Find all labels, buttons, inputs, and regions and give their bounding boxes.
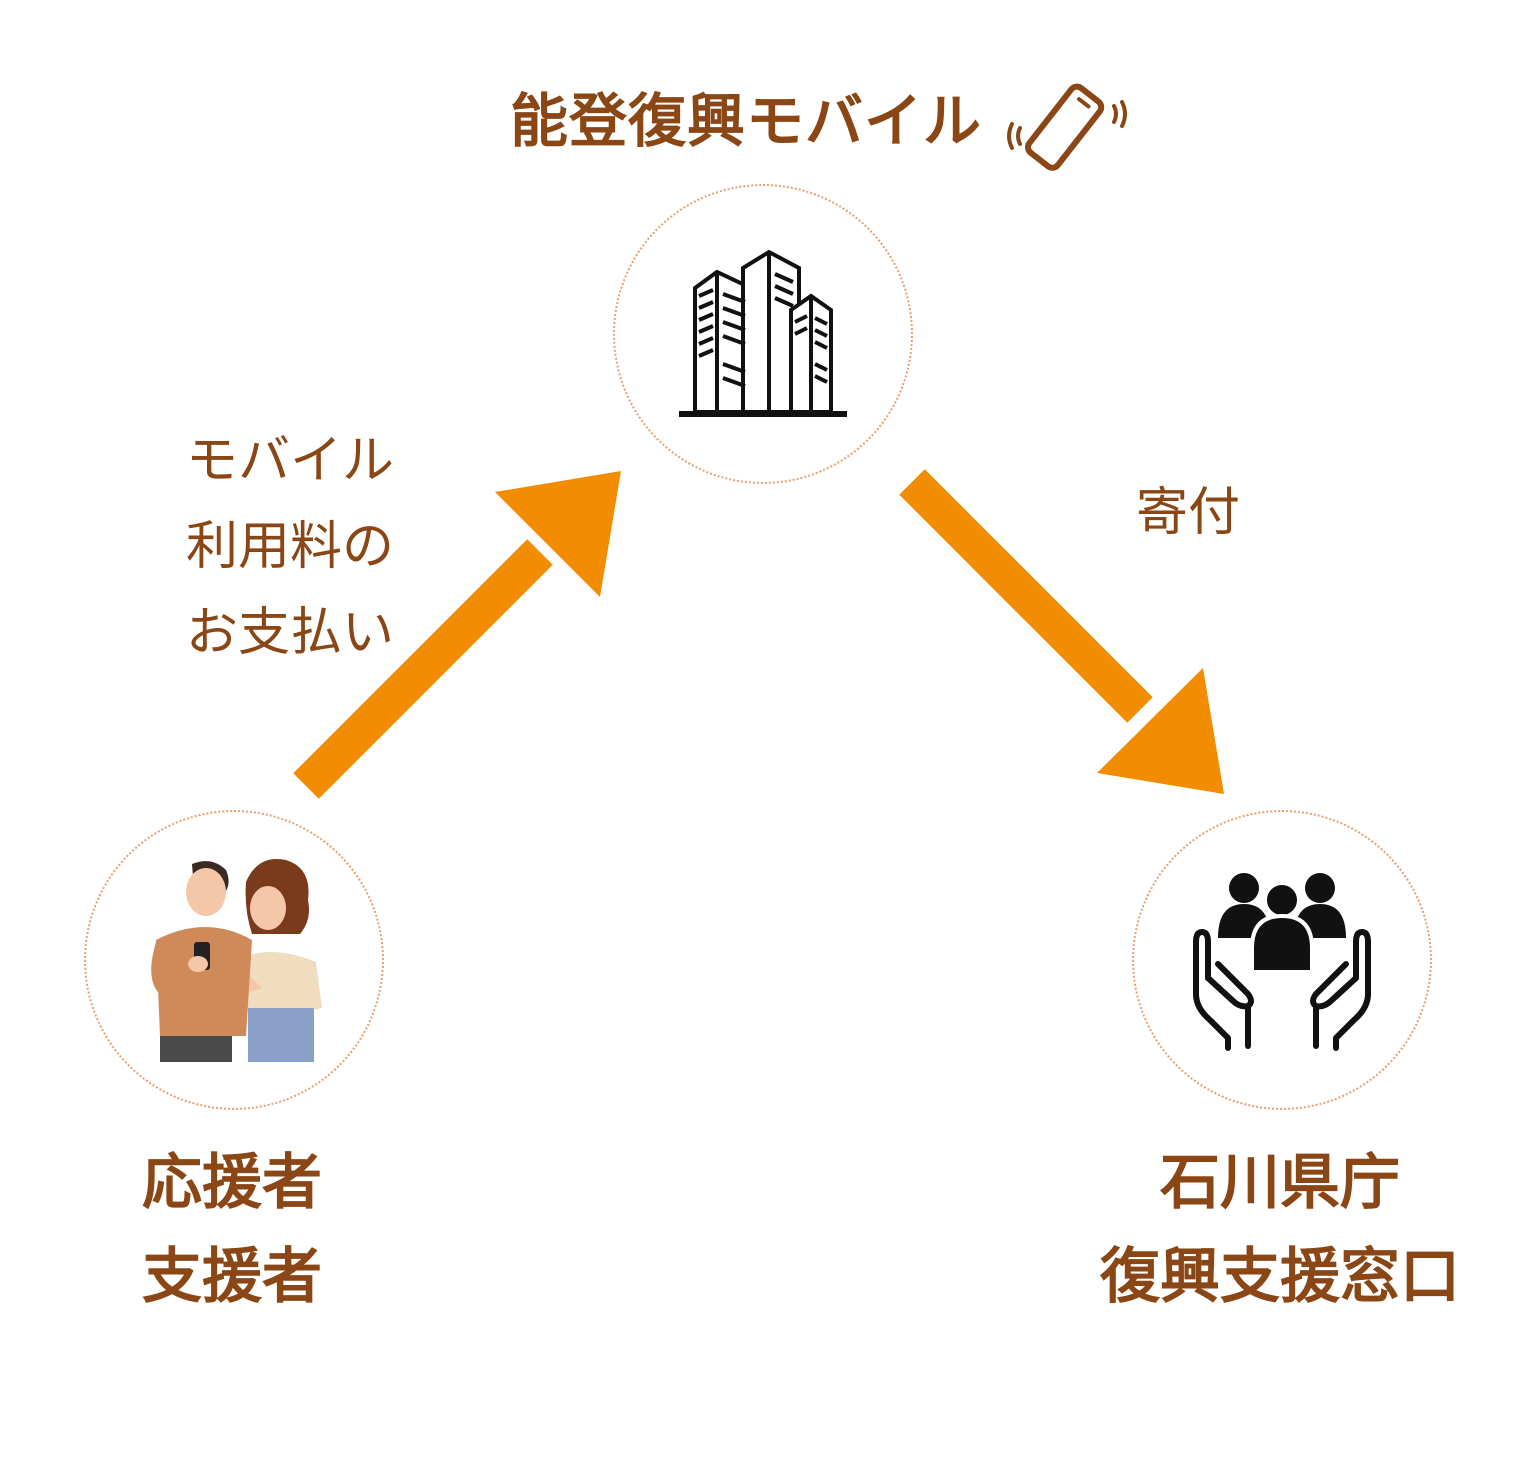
prefecture-label: 石川県庁 復興支援窓口	[1060, 1136, 1500, 1324]
prefecture-label-line-1: 石川県庁	[1160, 1148, 1400, 1218]
prefecture-node	[1132, 810, 1432, 1110]
payment-label: モバイル 利用料の お支払い	[160, 418, 420, 676]
company-node	[613, 184, 913, 484]
payment-label-line-2: 利用料の	[185, 517, 394, 577]
prefecture-label-line-2: 復興支援窓口	[1100, 1242, 1460, 1312]
diagram-title: 能登復興モバイル	[510, 87, 983, 155]
payment-arrow	[293, 471, 621, 799]
supporter-label-line-2: 支援者	[142, 1242, 322, 1312]
vibrating-phone-icon	[1002, 82, 1132, 178]
people-in-hands-icon	[1193, 873, 1371, 1051]
couple-with-smartphones-illustration	[151, 858, 322, 1062]
office-buildings-icon	[679, 249, 847, 417]
donation-label: 寄付	[1135, 483, 1240, 543]
payment-label-line-1: モバイル	[185, 431, 394, 491]
payment-label-line-3: お支払い	[185, 603, 394, 663]
supporter-node	[84, 810, 384, 1110]
supporter-label: 応援者 支援者	[82, 1136, 382, 1324]
supporter-label-line-1: 応援者	[142, 1148, 322, 1218]
donation-arrow	[899, 469, 1224, 794]
